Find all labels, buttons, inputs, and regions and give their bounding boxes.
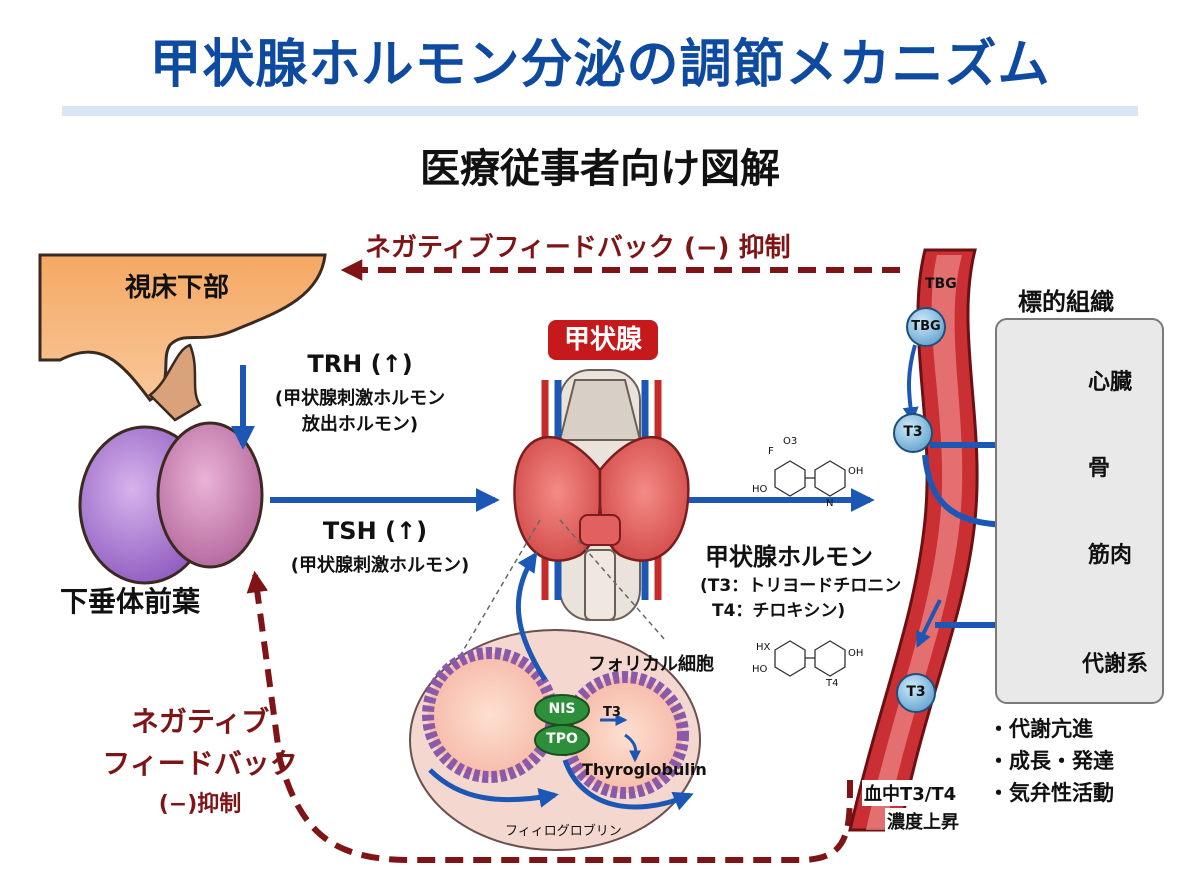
tpo-label: TPO bbox=[546, 731, 578, 747]
molecule-atom-label: OH bbox=[848, 466, 864, 477]
target-bone-label: 骨 bbox=[1088, 456, 1111, 481]
target-heart-label: 心臓 bbox=[1088, 370, 1133, 395]
molecule-atom-label: T4 bbox=[826, 678, 839, 689]
t4-molecule-structure bbox=[774, 640, 846, 677]
tbg-bubble-label: TBG bbox=[911, 319, 941, 334]
t3-lower-label: T3 bbox=[906, 684, 926, 700]
effect-item: ・気弁性活動 bbox=[988, 781, 1114, 805]
blood-level-line2: 濃度上昇 bbox=[885, 808, 961, 834]
trh-label: TRH (↑) bbox=[307, 350, 413, 378]
page-title: 甲状腺ホルモン分泌の調節メカニズム bbox=[149, 35, 1051, 95]
molecule-atom-label: HO bbox=[752, 664, 768, 675]
t3-molecule-structure bbox=[774, 460, 846, 497]
tsh-to-follicle-arrow bbox=[515, 551, 548, 682]
hormone-t3-desc: (T3：トリヨードチロニン bbox=[700, 576, 902, 596]
t3-bubble-upper bbox=[893, 413, 933, 453]
feedback-top-label: ネガティブフィードバック (−) 抑制 bbox=[365, 233, 791, 263]
pituitary-label: 下垂体前葉 bbox=[60, 585, 201, 618]
molecule-atom-label: HX bbox=[756, 642, 771, 653]
hormone-label: 甲状腺ホルモン bbox=[705, 543, 873, 571]
tsh-desc: (甲状腺刺激ホルモン) bbox=[290, 555, 470, 576]
follicle-left bbox=[422, 647, 558, 783]
follicle-cell-label: フォリカル細胞 bbox=[588, 654, 714, 675]
t3-flow-arrow bbox=[624, 733, 642, 763]
t3-bubble-lower bbox=[896, 673, 936, 713]
thyroid-gland bbox=[513, 369, 690, 621]
effect-item: ・成長・発達 bbox=[988, 749, 1114, 773]
feedback-left-line3: (−)抑制 bbox=[158, 792, 242, 817]
thyroid-badge: 甲状腺 bbox=[548, 320, 658, 360]
molecule-atom-label: N bbox=[826, 498, 834, 509]
colloid-flow-arrow bbox=[562, 759, 694, 811]
pituitary-stalk bbox=[148, 343, 202, 422]
vessel-flow-arrow bbox=[902, 344, 919, 424]
hormone-t4-desc: T4：チロキシン) bbox=[712, 601, 846, 621]
colloid-flow-arrow bbox=[428, 768, 559, 808]
target-tissue-title: 標的組織 bbox=[1018, 288, 1114, 316]
molecule-atom-label: OH bbox=[848, 648, 864, 659]
blood-vessel-lumen bbox=[866, 255, 963, 830]
vessel-flow-arrow bbox=[916, 599, 942, 648]
molecule-atom-label: F bbox=[768, 446, 774, 457]
tsh-label: TSH (↑) bbox=[322, 517, 428, 545]
trh-desc-line1: (甲状腺刺激ホルモン bbox=[274, 388, 446, 409]
target-muscle-label: 筋肉 bbox=[1088, 543, 1133, 568]
colloid-label: フィィログロブリン bbox=[505, 824, 622, 839]
feedback-bottom-arrow bbox=[246, 570, 853, 863]
thyroglobulin-label: Thyroglobulin bbox=[582, 760, 707, 779]
tpo-enzyme bbox=[534, 724, 590, 756]
feedback-left-line2: フィードバック bbox=[102, 747, 298, 780]
effect-item: ・代謝亢進 bbox=[988, 717, 1093, 741]
follicle-t3-label: T3 bbox=[603, 705, 621, 720]
hypothalamus-shape bbox=[38, 253, 327, 402]
feedback-left-line1: ネガティブ bbox=[130, 705, 270, 738]
tbg-top-label: TBG bbox=[925, 276, 957, 292]
tbg-bubble bbox=[906, 307, 946, 347]
molecule-atom-label: O3 bbox=[783, 436, 798, 447]
pituitary-posterior-lobe bbox=[156, 421, 264, 569]
trh-desc-line2: 放出ホルモン) bbox=[301, 414, 419, 435]
molecule-atom-label: HO bbox=[752, 484, 768, 495]
target-metabolism-label: 代謝系 bbox=[1082, 652, 1149, 677]
blood-level-line1: 血中T3/T4 bbox=[862, 780, 959, 806]
t3-upper-label: T3 bbox=[903, 424, 923, 440]
target-tissue-panel bbox=[995, 318, 1164, 704]
page-subtitle: 医療従事者向け図解 bbox=[420, 146, 780, 192]
title-underline bbox=[62, 106, 1138, 116]
hypothalamus-label: 視床下部 bbox=[125, 273, 230, 303]
nis-label: NIS bbox=[548, 701, 576, 717]
